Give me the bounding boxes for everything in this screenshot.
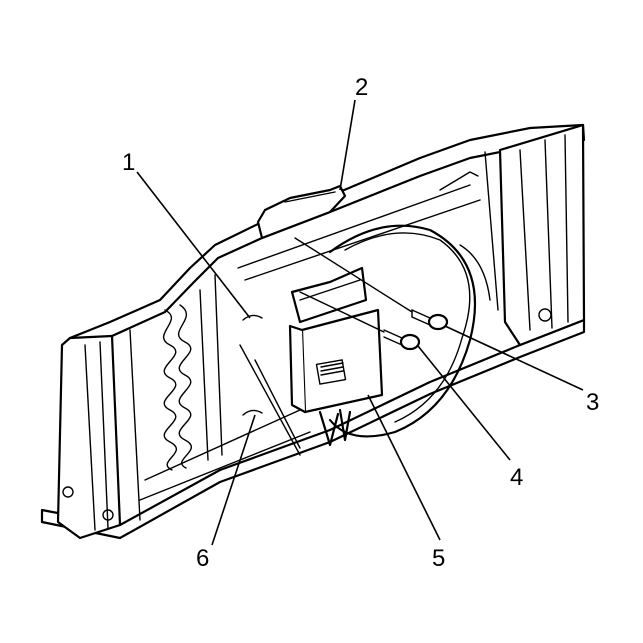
bolt-3: [411, 309, 449, 331]
frame-hole: [538, 308, 552, 322]
callout-3: 3: [586, 389, 599, 416]
bolt-4: [383, 329, 421, 351]
bolt-guide-line: [299, 291, 385, 333]
frame-hole: [62, 486, 74, 498]
callout-4: 4: [510, 464, 523, 491]
leader-line-2: [339, 99, 356, 191]
callout-2: 2: [355, 74, 368, 101]
mount-holes: [239, 314, 301, 456]
callout-5: 5: [432, 545, 445, 572]
callout-6: 6: [196, 545, 209, 572]
leader-line-5: [367, 394, 441, 541]
leader-line-4: [417, 345, 511, 461]
fan-shroud-frame: [40, 123, 586, 540]
leader-line-1: [136, 171, 251, 319]
cooling-fan-control-module: [288, 308, 384, 447]
callout-1: 1: [122, 149, 135, 176]
leader-line-3: [444, 325, 584, 391]
wiring-harness: [163, 304, 193, 471]
bolt-guide-line: [294, 237, 413, 313]
frame-hole: [102, 509, 114, 521]
fan-ring: [328, 224, 491, 438]
leader-line-6: [211, 414, 256, 546]
